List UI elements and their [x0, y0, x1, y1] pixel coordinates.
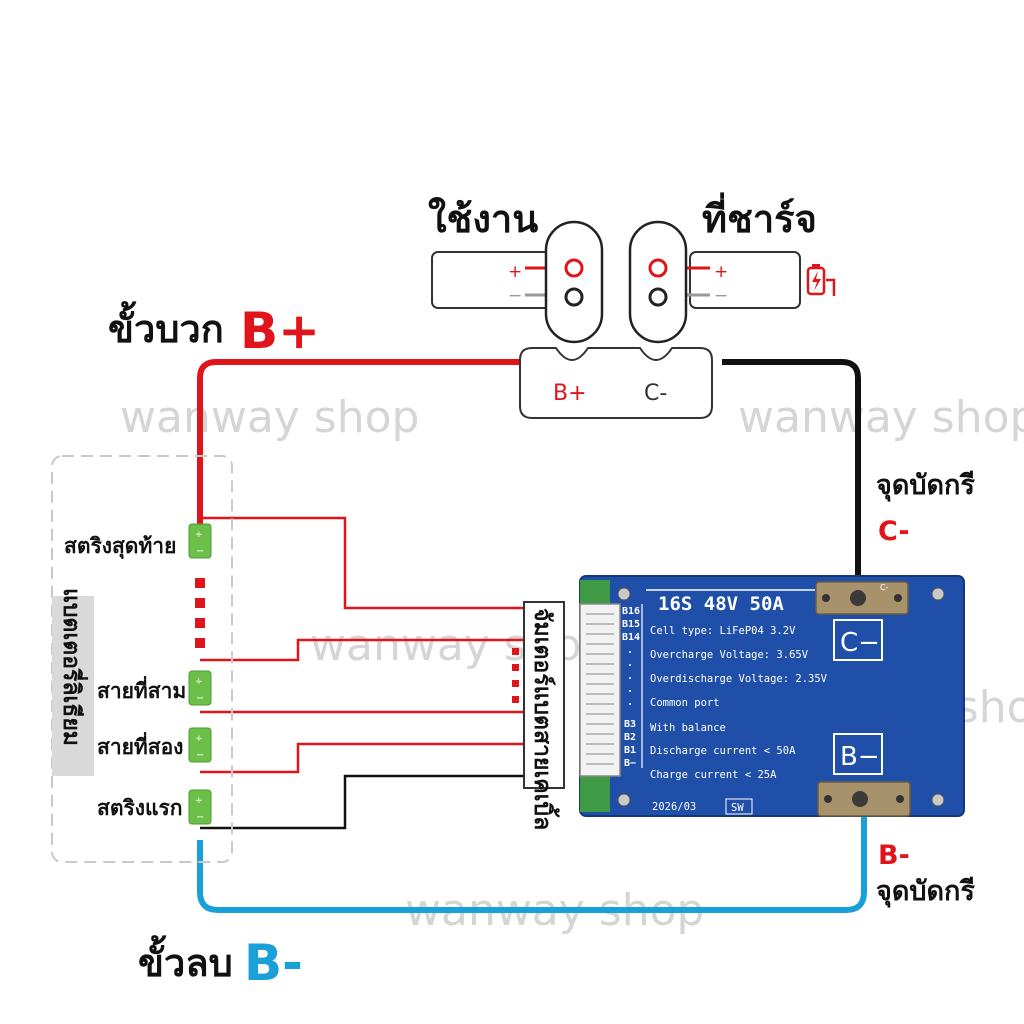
balance-connector-pins	[586, 613, 614, 765]
connector-cminus-label: C-	[644, 381, 667, 406]
cell-label-second: สายที่สอง	[97, 731, 183, 759]
watermark: wanway shop	[120, 392, 419, 443]
charger-plus-sign: +	[714, 262, 728, 282]
charging-icon	[806, 264, 836, 296]
svg-text:+: +	[195, 677, 203, 687]
charger-minus-sign: −	[714, 286, 728, 306]
load-plug-positive-pin	[564, 258, 584, 278]
charger-plug-positive-pin	[648, 258, 668, 278]
pin-label: B2	[624, 732, 636, 743]
b-solder-point-sign: B-	[878, 840, 910, 871]
board-title: 16S 48V 50A	[658, 593, 784, 615]
charge-negative-wire	[722, 359, 861, 582]
c-solder-point-label: จุดบัดกรี	[876, 470, 975, 502]
svg-text:+: +	[195, 734, 203, 744]
load-device	[431, 251, 551, 309]
pin-label: B14	[622, 632, 640, 643]
balance-wire-b14	[200, 638, 530, 662]
charger-device	[689, 251, 801, 309]
pin-label: B1	[624, 745, 636, 756]
cell-label-last: สตริงสุดท้าย	[64, 534, 176, 560]
balance-connector-socket[interactable]	[579, 603, 621, 777]
svg-text:+: +	[195, 530, 203, 540]
charger-label: ที่ชาร์จ	[702, 192, 817, 241]
battery-pack-label: แบตเตอรี่ลิเธียม	[58, 588, 89, 746]
load-plug-negative-pin	[564, 287, 584, 307]
svg-text:+: +	[195, 796, 203, 806]
pin-label: B16	[622, 606, 640, 617]
charger-plug[interactable]	[628, 220, 688, 344]
watermark: wanway shop	[738, 392, 1024, 443]
connector-housing	[519, 347, 713, 419]
cell-label-third: สายที่สาม	[97, 675, 186, 703]
terminal-b-box	[833, 733, 883, 775]
negative-terminal-label: ขั้วลบ	[138, 935, 233, 985]
pin-dots	[629, 651, 631, 705]
board-spec: With balance	[650, 722, 726, 734]
pin-label: B15	[622, 619, 640, 630]
positive-terminal-sign: B+	[240, 302, 320, 360]
cell-second: + −	[188, 727, 212, 763]
main-positive-wire	[197, 359, 520, 540]
c-solder-pad: C-	[815, 581, 909, 615]
board-spec: Discharge current < 50A	[650, 745, 796, 757]
pin-label: B3	[624, 719, 636, 730]
cell-first: + −	[188, 789, 212, 825]
board-spec: Common port	[650, 697, 720, 709]
terminal-c-label: C−	[840, 628, 880, 658]
board-code: SW	[731, 802, 744, 814]
main-negative-wire	[197, 808, 867, 913]
c-solder-point-sign: C-	[878, 516, 910, 547]
cell-third: + −	[188, 670, 212, 706]
balance-wire-second	[200, 742, 530, 774]
board-spec: Charge current < 25A	[650, 769, 777, 781]
terminal-b-label: B−	[840, 742, 880, 772]
svg-text:−: −	[196, 750, 204, 761]
balance-wire-first	[200, 774, 530, 830]
board-spec: Cell type: LiFeP04 3.2V	[650, 625, 796, 637]
balance-ellipsis	[512, 648, 519, 703]
load-plus-sign: +	[508, 262, 522, 282]
cell-label-first: สตริงแรก	[97, 796, 183, 820]
board-spec: Overcharge Voltage: 3.65V	[650, 649, 809, 661]
b-solder-point-label: จุดบัดกรี	[876, 876, 975, 908]
svg-text:−: −	[196, 812, 204, 823]
svg-text:C-: C-	[880, 583, 889, 592]
b-solder-pad	[817, 781, 911, 817]
negative-terminal-sign: B-	[244, 934, 303, 992]
charger-plug-negative-pin	[648, 287, 668, 307]
connector-bplus-label: B+	[553, 381, 587, 406]
load-plug[interactable]	[544, 220, 604, 344]
balance-wire-last	[200, 516, 530, 610]
load-minus-sign: −	[508, 286, 522, 306]
terminal-c-box	[833, 619, 883, 661]
cell-last: + −	[188, 523, 212, 559]
svg-text:−: −	[196, 546, 204, 557]
positive-terminal-label: ขั้วบวก	[108, 301, 224, 351]
battery-pack-label-bg	[52, 596, 94, 776]
board-date: 2026/03	[652, 801, 696, 813]
svg-text:−: −	[196, 693, 204, 704]
pin-label: B−	[624, 758, 636, 769]
balance-cable-label: จัมเตอร์แบตสายเคเบิ้ล	[529, 608, 560, 830]
board-spec: Overdischarge Voltage: 2.35V	[650, 673, 828, 685]
cell-ellipsis	[195, 578, 205, 648]
battery-pack-outline	[51, 455, 233, 863]
balance-cable-plug[interactable]	[523, 601, 565, 789]
use-label: ใช้งาน	[428, 197, 538, 241]
